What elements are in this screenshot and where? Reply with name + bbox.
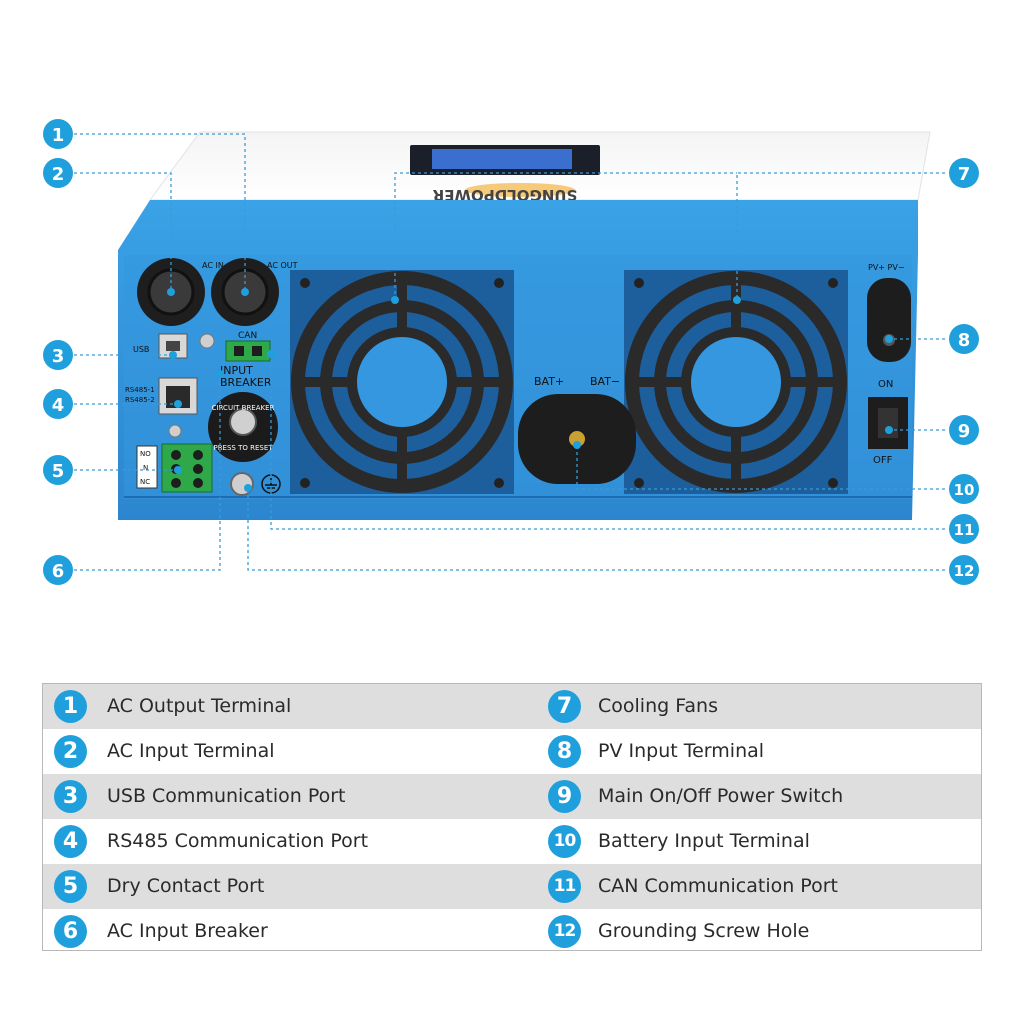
svg-text:11: 11	[954, 521, 975, 539]
legend-item: 7 Cooling Fans	[548, 684, 988, 729]
callout-6: 6	[43, 555, 73, 585]
legend-badge: 6	[54, 915, 87, 948]
svg-text:2: 2	[52, 164, 65, 185]
breaker-bottom-label: PRESS TO RESET	[213, 444, 273, 452]
callout-5: 5	[43, 455, 73, 485]
ac-out-label: AC OUT	[267, 261, 298, 270]
svg-text:9: 9	[958, 421, 971, 442]
legend-item: 4 RS485 Communication Port	[43, 819, 483, 864]
legend-label: RS485 Communication Port	[107, 830, 369, 852]
main-power-switch: ON OFF	[868, 379, 908, 466]
callout-badges: 1 2 3 4 5 6 7 8 9 10 11 12	[43, 119, 979, 585]
legend-badge: 3	[54, 780, 87, 813]
legend-item: 12 Grounding Screw Hole	[548, 909, 988, 954]
input-breaker-label-2: BREAKER	[220, 376, 272, 389]
legend-label: Dry Contact Port	[107, 875, 265, 897]
callout-4: 4	[43, 389, 73, 419]
rs485-2-label: RS485-2	[125, 396, 155, 404]
legend-label: CAN Communication Port	[598, 875, 838, 897]
legend-table: 1 AC Output Terminal 7 Cooling Fans 2 AC…	[42, 683, 982, 951]
legend-badge: 5	[54, 870, 87, 903]
svg-text:1: 1	[52, 125, 65, 146]
callout-1: 1	[43, 119, 73, 149]
inverter-diagram: SUNGOLDPOWER AC IN	[43, 119, 979, 585]
no-label: NO	[140, 450, 151, 458]
rs485-1-label: RS485-1	[125, 386, 155, 394]
legend-badge: 4	[54, 825, 87, 858]
legend-row-5: 5 Dry Contact Port 11 CAN Communication …	[43, 864, 981, 909]
callout-8: 8	[949, 324, 979, 354]
legend-label: PV Input Terminal	[598, 740, 765, 762]
legend-row-3: 3 USB Communication Port 9 Main On/Off P…	[43, 774, 981, 819]
callout-12: 12	[949, 555, 979, 585]
legend-badge: 11	[548, 870, 581, 903]
switch-on-label: ON	[878, 379, 893, 390]
dry-contact-port: NO N NC	[136, 443, 213, 493]
legend-badge: 10	[548, 825, 581, 858]
legend-badge: 7	[548, 690, 581, 723]
legend-label: Grounding Screw Hole	[598, 920, 810, 942]
can-label: CAN	[238, 331, 257, 341]
svg-text:8: 8	[958, 330, 971, 351]
legend-badge: 1	[54, 690, 87, 723]
legend-row-1: 1 AC Output Terminal 7 Cooling Fans	[43, 684, 981, 729]
legend-label: AC Input Terminal	[107, 740, 275, 762]
callout-dots	[167, 288, 893, 492]
legend-badge: 2	[54, 735, 87, 768]
cooling-fan-left	[290, 270, 514, 494]
nc-label: NC	[140, 478, 150, 486]
legend-item: 9 Main On/Off Power Switch	[548, 774, 988, 819]
ac-in-label: AC IN	[202, 261, 224, 270]
callout-lines	[74, 133, 945, 571]
legend-item: 1 AC Output Terminal	[43, 684, 483, 729]
svg-text:4: 4	[52, 395, 65, 416]
cooling-fan-right	[624, 270, 848, 494]
bat-minus-label: BAT−	[590, 375, 620, 388]
inverter-top-body: SUNGOLDPOWER	[149, 131, 931, 204]
legend-label: Cooling Fans	[598, 695, 718, 717]
legend-item: 6 AC Input Breaker	[43, 909, 483, 954]
legend-label: Main On/Off Power Switch	[598, 785, 844, 807]
usb-label: USB	[133, 345, 149, 354]
pv-label: PV+ PV−	[868, 263, 905, 272]
svg-text:10: 10	[954, 481, 975, 499]
legend-row-6: 6 AC Input Breaker 12 Grounding Screw Ho…	[43, 909, 981, 954]
svg-text:6: 6	[52, 561, 65, 582]
legend-item: 5 Dry Contact Port	[43, 864, 483, 909]
n-label: N	[143, 464, 148, 472]
input-breaker-label-1: INPUT	[220, 364, 253, 377]
callout-9: 9	[949, 415, 979, 445]
legend-label: AC Output Terminal	[107, 695, 292, 717]
callout-7: 7	[949, 158, 979, 188]
can-port: CAN	[225, 331, 271, 362]
legend-badge: 8	[548, 735, 581, 768]
switch-off-label: OFF	[873, 455, 893, 466]
legend-item: 8 PV Input Terminal	[548, 729, 988, 774]
callout-11: 11	[949, 514, 979, 544]
svg-text:12: 12	[954, 562, 975, 580]
legend-item: 11 CAN Communication Port	[548, 864, 988, 909]
legend-item: 2 AC Input Terminal	[43, 729, 483, 774]
legend-badge: 12	[548, 915, 581, 948]
legend-row-2: 2 AC Input Terminal 8 PV Input Terminal	[43, 729, 981, 774]
legend-label: AC Input Breaker	[107, 920, 268, 942]
callout-2: 2	[43, 158, 73, 188]
callout-10: 10	[949, 474, 979, 504]
callout-3: 3	[43, 340, 73, 370]
legend-badge: 9	[548, 780, 581, 813]
svg-text:5: 5	[52, 461, 65, 482]
legend-label: USB Communication Port	[107, 785, 346, 807]
svg-text:7: 7	[958, 164, 971, 185]
ac-input-breaker: CIRCUIT BREAKER PRESS TO RESET	[208, 392, 278, 462]
brand-logo: SUNGOLDPOWER	[432, 186, 577, 204]
svg-text:3: 3	[52, 346, 65, 367]
legend-row-4: 4 RS485 Communication Port 10 Battery In…	[43, 819, 981, 864]
bat-plus-label: BAT+	[534, 375, 564, 388]
legend-item: 3 USB Communication Port	[43, 774, 483, 819]
legend-label: Battery Input Terminal	[598, 830, 810, 852]
ac-input-terminal: AC IN	[137, 258, 224, 326]
battery-input-terminal: BAT+ BAT−	[518, 375, 636, 484]
breaker-top-label: CIRCUIT BREAKER	[212, 404, 275, 412]
legend-item: 10 Battery Input Terminal	[548, 819, 988, 864]
